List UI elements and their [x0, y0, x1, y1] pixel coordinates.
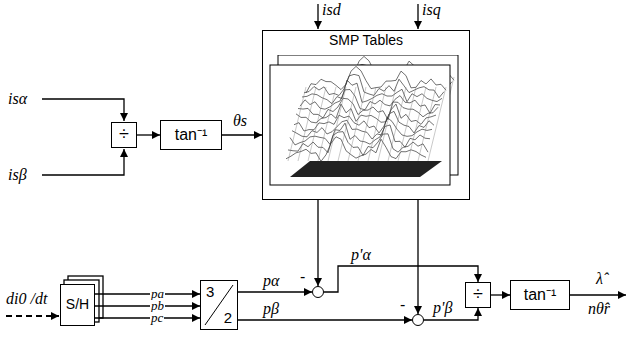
- signal-connector: [238, 319, 412, 320]
- box-label: ÷: [473, 285, 483, 305]
- plot-mesh: [286, 137, 426, 162]
- plot-mesh: [408, 87, 426, 161]
- box-label: 3: [206, 284, 214, 301]
- plot-mesh: [428, 87, 446, 161]
- signal-connector: [95, 293, 200, 294]
- arctan-box: tan⁻¹: [510, 280, 570, 310]
- sample-hold-box: S/H: [60, 284, 95, 326]
- input-wire: [317, 4, 318, 29]
- signal-name: pb: [150, 300, 165, 312]
- plot-frame: [270, 65, 450, 185]
- plot-mesh: [292, 117, 432, 139]
- plot-mesh: [378, 87, 396, 161]
- plot-mesh: [318, 87, 336, 161]
- signal-name: pc: [150, 312, 164, 324]
- box-label: 2: [224, 310, 232, 327]
- output-wire: [570, 294, 626, 295]
- signal-name: nθ̂r: [588, 300, 610, 318]
- signal-name: isβ: [8, 166, 27, 184]
- plot-mesh: [368, 87, 386, 161]
- plot-mesh: [306, 66, 446, 93]
- input-wire: [417, 4, 418, 29]
- divider-box: ÷: [465, 282, 491, 308]
- plot-mesh: [308, 87, 326, 161]
- box-label: tan⁻¹: [524, 286, 557, 304]
- plot-mesh: [294, 111, 434, 133]
- sign-label: -: [300, 268, 305, 286]
- table-box: SMP Tables: [262, 30, 470, 200]
- signal-name: θs: [232, 112, 248, 130]
- signal-connector: [222, 134, 262, 135]
- arctan-box: tan⁻¹: [160, 120, 222, 150]
- plot-mesh: [358, 87, 376, 161]
- divider-box: ÷: [111, 122, 137, 148]
- signal-connector: [137, 134, 160, 135]
- plot-mesh: [388, 87, 406, 161]
- signal-name: isq: [422, 1, 441, 19]
- signal-connector: [417, 200, 418, 314]
- signal-name: p'α: [350, 246, 372, 264]
- plot-mesh: [338, 87, 356, 161]
- signal-connector: [491, 294, 510, 295]
- box-title: SMP Tables: [329, 33, 403, 48]
- plot-mesh: [298, 87, 316, 161]
- box-label: S/H: [66, 297, 89, 312]
- plot-mesh: [348, 87, 366, 161]
- signal-connector: [324, 266, 478, 292]
- summing-junction: -: [312, 286, 324, 298]
- input-wire: [42, 149, 124, 175]
- signal-name: isα: [8, 90, 27, 108]
- sign-label: -: [400, 296, 405, 314]
- input-wire: [42, 99, 124, 121]
- signal-name: pβ: [262, 300, 280, 318]
- plot-mesh: [288, 87, 306, 161]
- signal-name: di0 /dt: [6, 290, 47, 308]
- signal-name: p'β: [432, 299, 453, 317]
- fraction-slash: [205, 285, 233, 325]
- signal-connector: [238, 291, 312, 292]
- plot-base: [290, 161, 442, 177]
- plot-mesh: [328, 87, 346, 161]
- dashed-input: [6, 315, 59, 317]
- plot-mesh: [418, 87, 436, 161]
- signal-connector: [95, 305, 200, 306]
- signal-name: isd: [322, 1, 341, 19]
- transform-box: 32: [200, 280, 238, 330]
- plot-mesh: [296, 104, 436, 124]
- summing-junction: -: [412, 314, 424, 326]
- signal-name: pα: [262, 272, 280, 290]
- signal-name: λ̂: [596, 270, 603, 288]
- signal-name: pa: [150, 288, 165, 300]
- plot-mesh: [300, 90, 440, 114]
- surface-plot: [266, 55, 466, 195]
- signal-connector: [95, 317, 200, 318]
- signal-connector: [317, 200, 318, 286]
- box-label: ÷: [119, 125, 129, 145]
- box-label: tan⁻¹: [175, 126, 208, 144]
- plot-mesh: [398, 87, 416, 161]
- plot-frame: [270, 65, 450, 185]
